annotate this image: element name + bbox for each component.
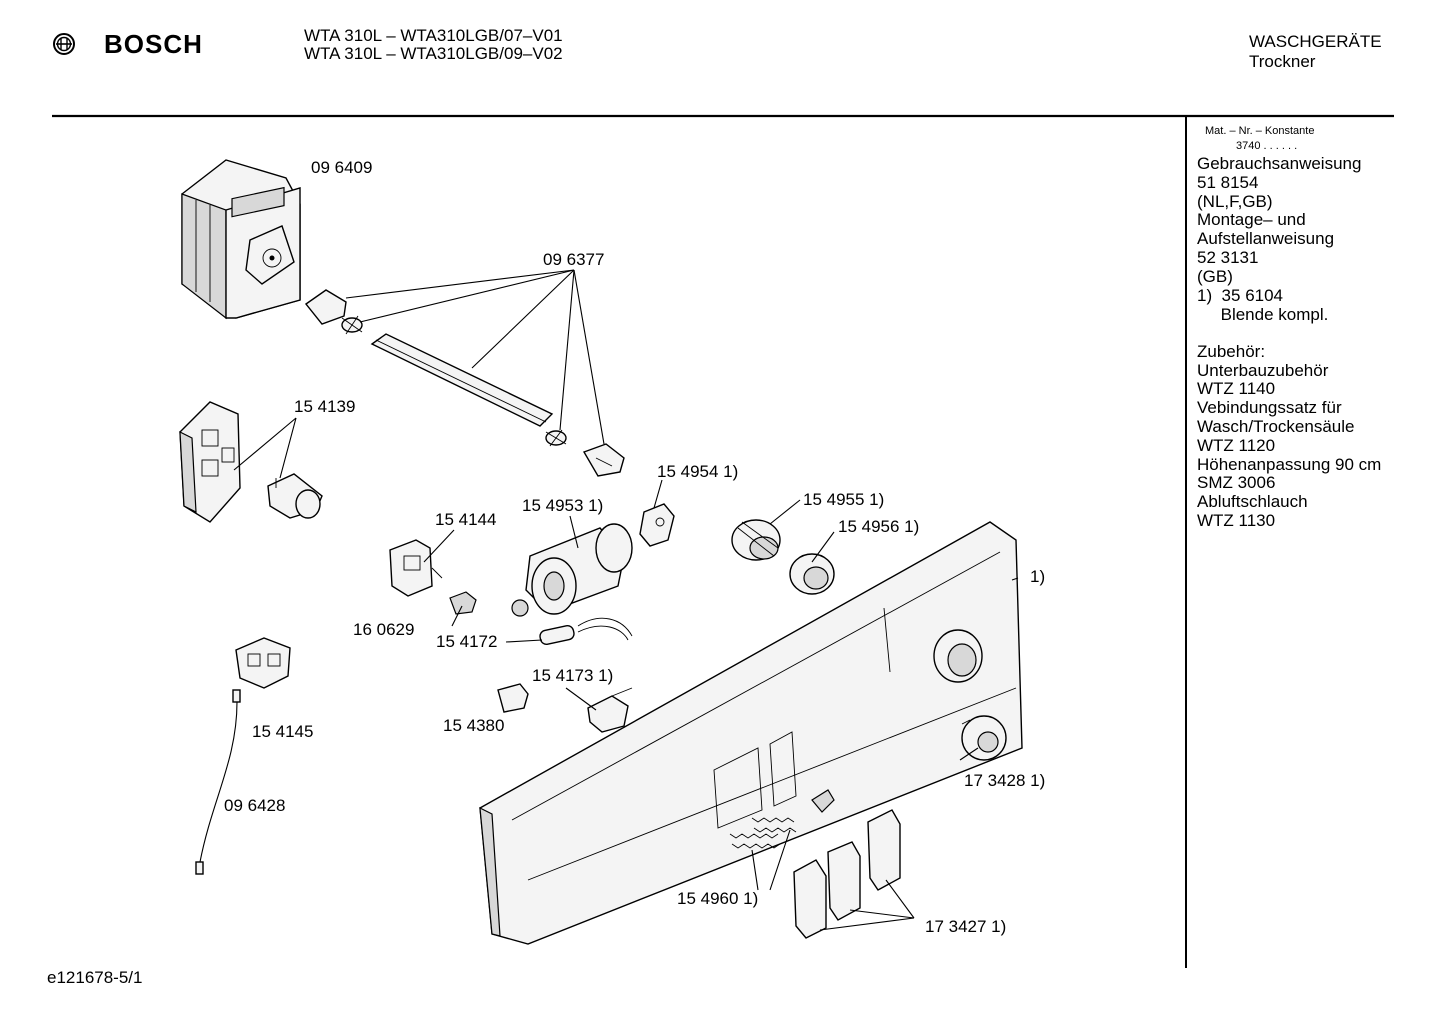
part-label-1549561: 15 4956 1) [838,517,920,536]
brand-name: BOSCH [104,29,203,59]
connector-1541731 [587,687,633,733]
model-line-2: WTA 310L – WTA310LGB/09–V02 [304,44,563,63]
bracket-154139 [179,401,241,523]
front-panel-blende [479,521,1023,945]
ring-1549561 [789,553,835,595]
shaft-assembly-096377 [304,289,625,477]
model-line-1: WTA 310L – WTA310LGB/07–V01 [304,26,563,45]
part-label-1549551: 15 4955 1) [803,490,885,509]
part-label-1541731: 15 4173 1) [532,666,614,685]
part-label-154144: 15 4144 [435,510,497,529]
gear-1549551 [731,519,781,561]
part-label-154380: 15 4380 [443,716,505,735]
sidebar-line: 52 3131 [1197,248,1259,267]
wire-096428 [195,689,241,875]
buttons-1734271 [793,809,901,939]
bosch-logo-icon [53,33,75,55]
sidebar-line: Unterbauzubehör [1197,361,1329,380]
knob-1734281 [961,715,1007,761]
part-label-096377: 09 6377 [543,250,605,269]
part-label-096428: 09 6428 [224,796,286,815]
part-label-1734281: 17 3428 1) [964,771,1046,790]
clip-154380 [497,683,529,713]
part-label-1734271: 17 3427 1) [925,917,1007,936]
switch-154144 [389,539,443,597]
category-title: WASCHGERÄTE [1249,32,1382,51]
housing-1549531 [511,523,633,617]
sidebar-line: 51 8154 [1197,173,1259,192]
clip-160629 [449,591,477,615]
part-label-1549541: 15 4954 1) [657,462,739,481]
sidebar-line: (NL,F,GB) [1197,192,1273,211]
sidebar-line: Gebrauchsanweisung [1197,154,1362,173]
footer-code: e121678-5/1 [47,968,143,987]
part-label-1549601: 15 4960 1) [677,889,759,908]
sidebar-line: (GB) [1197,267,1233,286]
mat-nr-value: 3740 . . . . . . [1236,140,1298,152]
sidebar-line: 1) 35 6104 [1197,286,1284,305]
sidebar-line: Montage– und [1197,210,1306,229]
part-label-096409: 09 6409 [311,158,373,177]
programmer-unit-096409 [181,159,301,320]
sidebar-line: WTZ 1130 [1197,511,1276,530]
part-label-panel: 1) [1030,567,1046,586]
sidebar-line: Aufstellanweisung [1197,229,1335,248]
terminal-154145 [235,637,291,689]
leader-lines [233,269,1019,931]
sidebar-line: Vebindungssatz für [1197,398,1342,417]
sidebar-line: Zubehör: [1197,342,1266,361]
sidebar-line: Blende kompl. [1197,305,1329,324]
sidebar-line: SMZ 3006 [1197,473,1276,492]
springs-1549601 [729,789,835,849]
capacitor-154139 [267,473,323,519]
mat-nr-title: Mat. – Nr. – Konstante [1205,125,1315,137]
part-label-154145: 15 4145 [252,722,314,741]
bracket-1549541 [639,503,675,547]
part-label-154139: 15 4139 [294,397,356,416]
sidebar-line: WTZ 1140 [1197,379,1276,398]
sidebar-line: Wasch/Trockensäule [1197,417,1355,436]
part-label-160629: 16 0629 [353,620,415,639]
sensor-154172 [539,617,633,645]
sidebar-line: WTZ 1120 [1197,436,1276,455]
subcategory-title: Trockner [1249,52,1316,71]
part-label-154172: 15 4172 [436,632,498,651]
sidebar-line: Höhenanpassung 90 cm [1197,455,1382,474]
sidebar-line: Abluftschlauch [1197,492,1308,511]
part-label-1549531: 15 4953 1) [522,496,604,515]
